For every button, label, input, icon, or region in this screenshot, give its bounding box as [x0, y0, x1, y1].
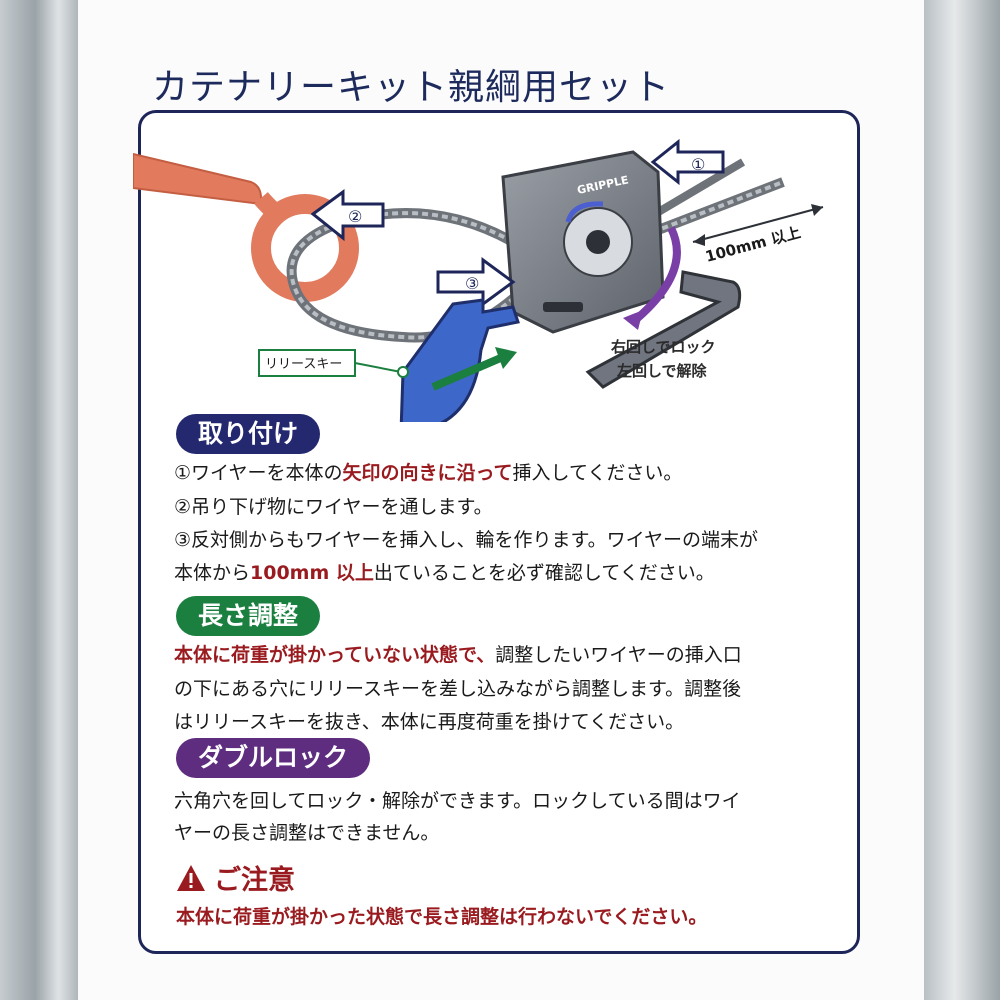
- measure-label: 100mm 以上: [703, 223, 802, 266]
- install-heading: 取り付け: [176, 414, 321, 454]
- svg-text:①: ①: [691, 155, 705, 174]
- step-arrow-3: ③: [436, 257, 516, 307]
- release-key-callout: [258, 349, 356, 377]
- adjust-line-2: の下にある穴にリリースキーを差し込みながら調整します。調整後: [174, 678, 742, 700]
- svg-text:③: ③: [465, 274, 479, 293]
- caution-heading: ご注意: [214, 865, 295, 896]
- adjust-heading: 長さ調整: [176, 596, 321, 636]
- insert-arrow: [431, 353, 505, 391]
- eye-hook-icon: [133, 152, 359, 302]
- doublelock-line-1: 六角穴を回してロック・解除ができます。ロックしている間はワイ: [174, 790, 741, 812]
- release-key-icon: [399, 298, 520, 422]
- measure-line: [692, 206, 824, 243]
- install-line-3: ③反対側からもワイヤーを挿入し、輪を作ります。ワイヤーの端末が: [174, 529, 758, 551]
- gripple-device: GRIPPLE: [501, 150, 665, 334]
- adjust-line-1: 本体に荷重が掛かっていない状態で、調整したいワイヤーの挿入口: [174, 642, 844, 668]
- rotate-arrow-purple: [630, 226, 681, 326]
- page-title: カテナリーキット親綱用セット: [152, 67, 671, 108]
- install-line-4: 本体から100mm 以上出ていることを必ず確認してください。: [174, 560, 844, 586]
- adjust-line-3: はリリースキーを抜き、本体に再度荷重を掛けてください。: [174, 711, 685, 733]
- rotate-unlock-label: 左回しで解除: [616, 362, 708, 380]
- warning-icon: [177, 864, 205, 891]
- background-left-edge: [0, 0, 78, 1000]
- step-arrow-2: ②: [310, 189, 385, 242]
- install-line-2: ②吊り下げ物にワイヤーを通します。: [174, 496, 493, 518]
- rotate-lock-label: 右回しでロック: [611, 338, 716, 356]
- caution-text: 本体に荷重が掛かった状態で長さ調整は行わないでください。: [176, 906, 708, 928]
- install-line-1-c: 挿入してください。: [512, 462, 683, 484]
- hex-key-icon: [585, 270, 742, 389]
- install-line-1: ①ワイヤーを本体の矢印の向きに沿って挿入してください。: [174, 460, 844, 486]
- install-line-1-a: ①ワイヤーを本体の: [174, 462, 343, 484]
- release-key-label: リリースキー: [265, 357, 342, 372]
- background-right-edge: [924, 0, 1000, 1000]
- adjust-line-1-emphasis: 本体に荷重が掛かっていない状態で、: [174, 644, 496, 666]
- installation-illustration: GRIPPLE 100mm 以上 ① ② ③ リリースキー 右回しでロック 左回…: [133, 138, 824, 422]
- step-arrow-1: ①: [650, 138, 725, 186]
- install-line-4-emphasis: 100mm 以上: [250, 562, 374, 584]
- doublelock-line-2: ヤーの長さ調整はできません。: [174, 822, 440, 844]
- svg-text:②: ②: [348, 207, 362, 226]
- rotate-arrow-clockwise: [565, 201, 604, 223]
- install-line-1-emphasis: 矢印の向きに沿って: [342, 462, 513, 484]
- adjust-line-1-b: 調整したいワイヤーの挿入口: [495, 644, 742, 666]
- install-line-4-c: 出ていることを必ず確認してください。: [373, 562, 715, 584]
- doublelock-heading: ダブルロック: [176, 738, 371, 778]
- caution-heading-row: ご注意: [176, 858, 295, 897]
- install-line-4-a: 本体から: [174, 562, 251, 584]
